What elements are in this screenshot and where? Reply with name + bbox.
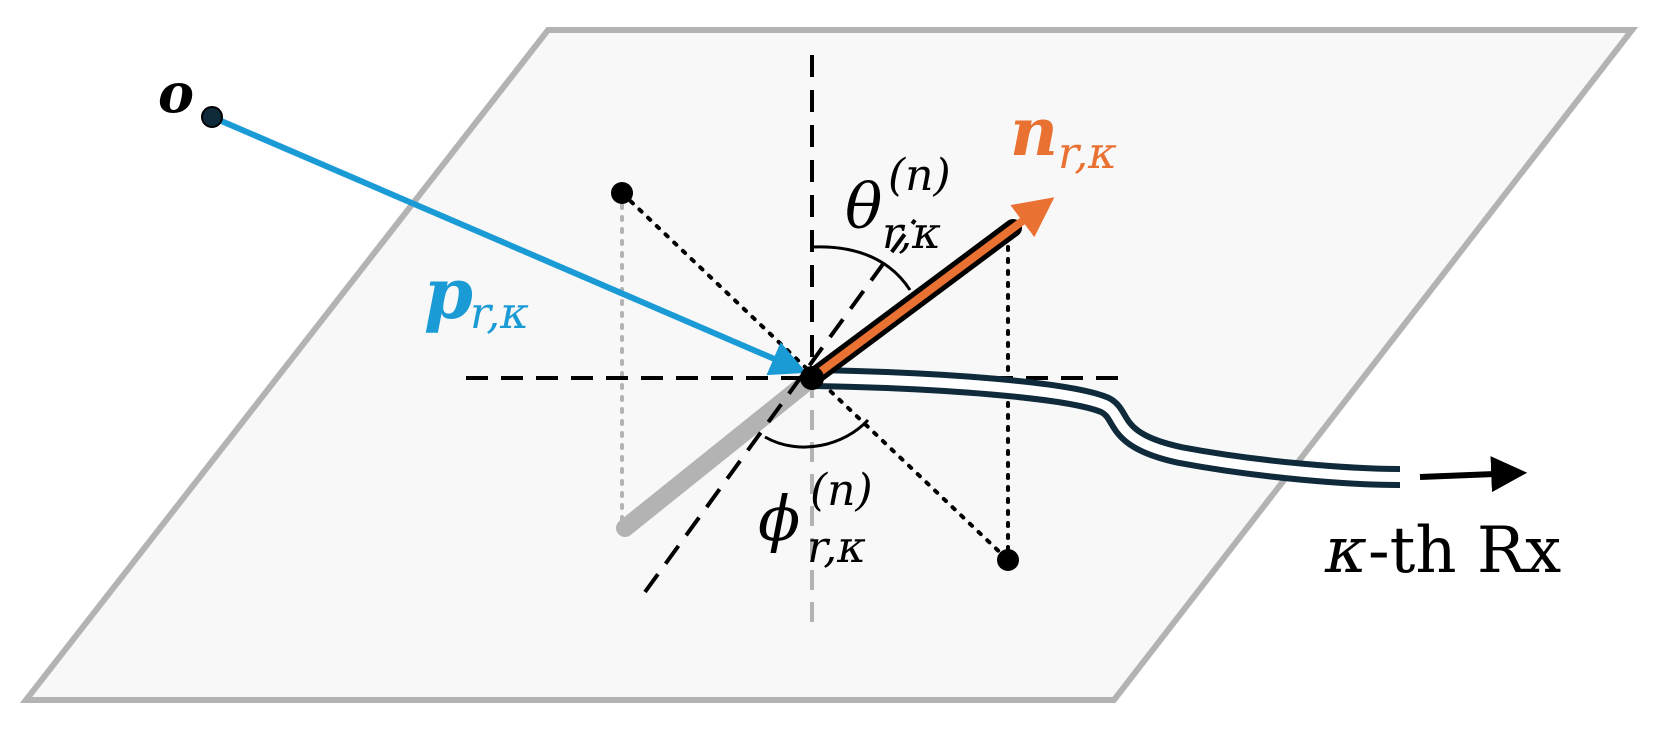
- svg-text:r,κ: r,κ: [807, 522, 866, 573]
- top-left-point: [611, 182, 633, 204]
- svg-text:θ: θ: [845, 170, 882, 243]
- phi-arc: [764, 418, 870, 449]
- svg-text:κ: κ: [1324, 514, 1367, 588]
- svg-text:r,κ: r,κ: [470, 288, 529, 339]
- position-vector-label: p r,κ: [424, 252, 529, 339]
- origin-point: [201, 106, 223, 128]
- bottom-right-point: [997, 549, 1019, 571]
- theta-label: θ (n) r,κ: [845, 150, 951, 259]
- center-point: [800, 366, 824, 390]
- cable-direction-arrow: [1419, 456, 1528, 493]
- svg-text:(n): (n): [810, 465, 873, 516]
- phi-label: ϕ (n) r,κ: [758, 465, 873, 573]
- svg-text:n: n: [1010, 93, 1058, 171]
- normal-shadow: [616, 369, 821, 537]
- svg-text:r,κ: r,κ: [1058, 128, 1117, 179]
- svg-text:ϕ: ϕ: [758, 482, 800, 555]
- svg-text:(n): (n): [888, 150, 951, 201]
- svg-text:p: p: [424, 252, 473, 335]
- origin-label: o: [158, 61, 194, 125]
- normal-vector-label: n r,κ: [1010, 93, 1117, 179]
- cable-inner: [811, 373, 1401, 482]
- position-vector: [210, 114, 807, 376]
- normal-vector: [809, 197, 1055, 382]
- diagonal-axis: [643, 218, 917, 594]
- theta-arc: [811, 245, 912, 291]
- svg-text:-th Rx: -th Rx: [1368, 514, 1561, 588]
- svg-text:r,κ: r,κ: [882, 208, 941, 259]
- receiver-label: κ -th Rx: [1324, 514, 1561, 588]
